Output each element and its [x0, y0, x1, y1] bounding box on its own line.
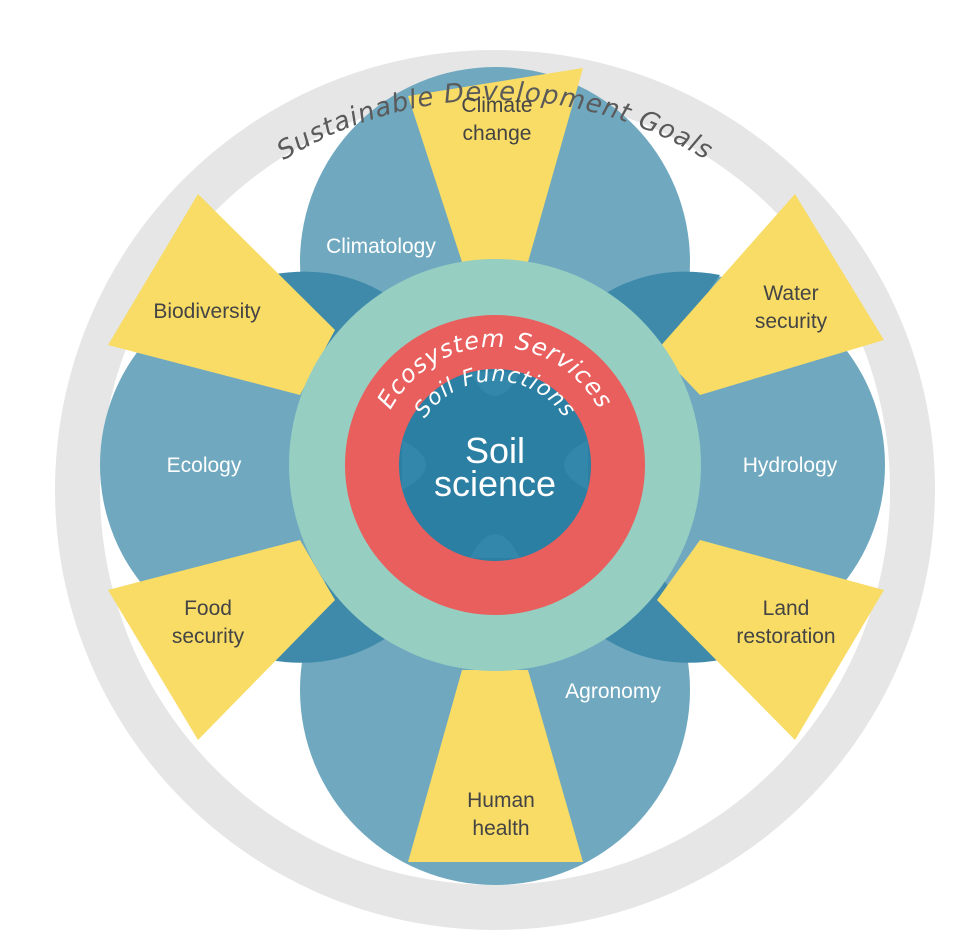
overlap-upper-left: [270, 271, 395, 360]
label-food-security-1: Food: [184, 597, 232, 620]
petal-overlaps: [270, 271, 720, 663]
center-label-line1: Soil: [465, 430, 525, 471]
label-land-restoration-2: restoration: [736, 625, 835, 648]
label-biodiversity: Biodiversity: [153, 300, 261, 323]
wedge-food-security: [108, 540, 335, 740]
core-highlight-left: [402, 440, 426, 490]
core-highlight-right: [564, 440, 588, 490]
goal-wedges: [108, 68, 884, 862]
label-climatology: Climatology: [326, 235, 436, 258]
label-water-security-2: security: [755, 310, 828, 333]
core-highlights: [402, 372, 588, 558]
wedge-climate-change: [408, 68, 583, 262]
label-agronomy: Agronomy: [565, 680, 661, 703]
label-ecology: Ecology: [167, 454, 242, 477]
label-climate-change-2: change: [463, 122, 532, 145]
label-water-security-1: Water: [763, 282, 818, 305]
label-human-health-1: Human: [467, 789, 535, 812]
label-hydrology: Hydrology: [743, 454, 838, 477]
soil-science-core: [399, 369, 591, 561]
overlap-upper-right: [595, 271, 720, 360]
wedge-water-security: [657, 194, 884, 395]
center-label-line2: science: [434, 463, 556, 504]
core-highlight-top: [470, 372, 520, 396]
wedge-human-health: [408, 670, 583, 862]
wedge-biodiversity: [108, 194, 335, 395]
label-climate-change-1: Climate: [461, 94, 532, 117]
core-highlight-bottom: [470, 534, 520, 558]
label-food-security-2: security: [172, 625, 245, 648]
label-land-restoration-1: Land: [763, 597, 810, 620]
label-human-health-2: health: [472, 817, 529, 840]
wedge-land-restoration: [657, 540, 884, 740]
overlap-lower-right: [595, 575, 720, 663]
overlap-lower-left: [270, 575, 395, 663]
